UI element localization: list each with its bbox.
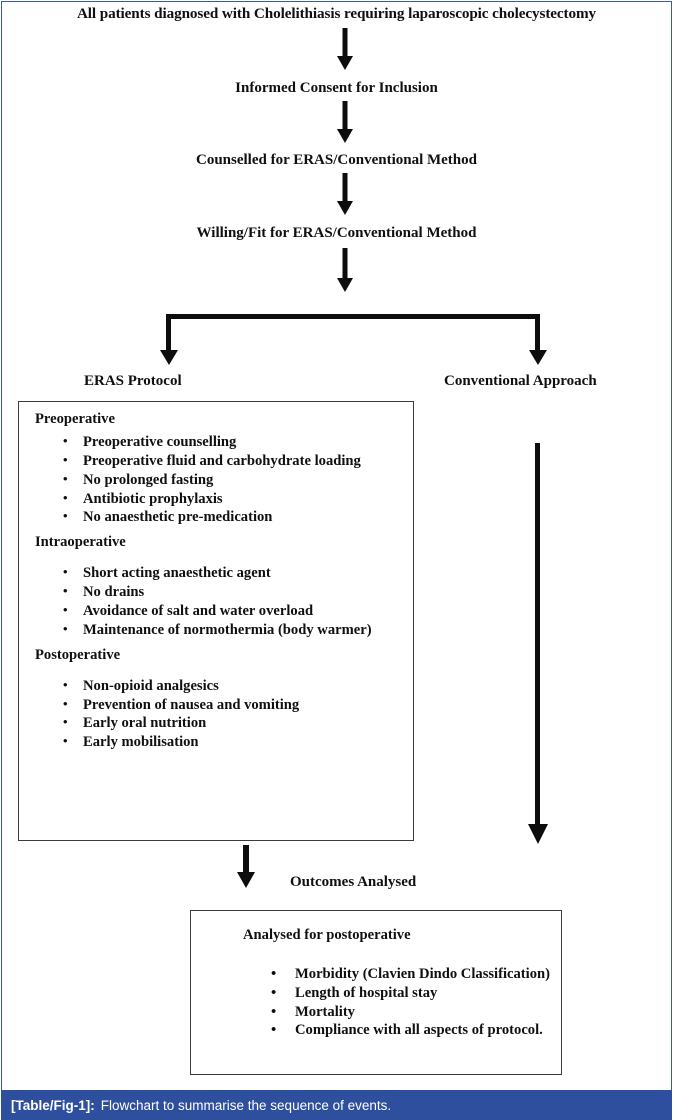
conventional-long-arrow-head: [528, 824, 548, 844]
caption-tag: [Table/Fig-1]:: [11, 1097, 95, 1113]
list-item: Short acting anaesthetic agent: [63, 564, 407, 583]
list-item: Avoidance of salt and water overload: [63, 602, 407, 621]
branch-label-eras-protocol: ERAS Protocol: [84, 373, 182, 389]
list-item: Compliance with all aspects of protocol.: [271, 1021, 561, 1040]
eras-protocol-box: Preoperative Preoperative counselling Pr…: [18, 401, 414, 841]
arrow-counselled-to-willing: [329, 173, 361, 217]
step-informed-consent: Informed Consent for Inclusion: [235, 80, 438, 96]
step-willing-fit: Willing/Fit for ERAS/Conventional Method: [196, 225, 477, 241]
intraoperative-bullet-list: Short acting anaesthetic agent No drains…: [25, 564, 407, 640]
postoperative-bullet-list: Non-opioid analgesics Prevention of naus…: [25, 677, 407, 752]
list-item: Preoperative counselling: [63, 433, 407, 452]
list-item: No anaesthetic pre-medication: [63, 508, 407, 527]
list-item: Early mobilisation: [63, 733, 407, 752]
branch-right-stem: [535, 314, 540, 354]
branch-left-arrowhead: [160, 350, 178, 365]
outcome-bullet-list: Morbidity (Clavien Dindo Classification)…: [191, 965, 561, 1040]
list-item: Non-opioid analgesics: [63, 677, 407, 696]
outcomes-analysed-label: Outcomes Analysed: [290, 874, 417, 890]
phase-heading-postoperative: Postoperative: [35, 646, 121, 663]
preoperative-bullet-list: Preoperative counselling Preoperative fl…: [25, 433, 407, 527]
branch-left-stem: [166, 314, 171, 354]
conventional-long-arrow-shaft: [535, 443, 540, 828]
list-item: Prevention of nausea and vomiting: [63, 696, 407, 715]
list-item: No drains: [63, 583, 407, 602]
phase-heading-intraoperative: Intraoperative: [35, 534, 126, 551]
branch-right-arrowhead: [529, 350, 547, 365]
list-item: Early oral nutrition: [63, 714, 407, 733]
list-item: No prolonged fasting: [63, 471, 407, 490]
flowchart-title: All patients diagnosed with Cholelithias…: [76, 5, 597, 22]
outcome-box-heading: Analysed for postoperative: [243, 927, 411, 943]
figure-caption-bar: [Table/Fig-1]: Flowchart to summarise th…: [1, 1090, 672, 1120]
outcomes-analysed-box: Analysed for postoperative Morbidity (Cl…: [190, 910, 562, 1075]
list-item: Mortality: [271, 1003, 561, 1022]
arrow-eras-to-outcomes: [230, 845, 262, 890]
arrow-title-to-consent: [329, 28, 361, 70]
branch-label-conventional-approach: Conventional Approach: [444, 373, 597, 389]
caption-text: Flowchart to summarise the sequence of e…: [100, 1097, 392, 1113]
list-item: Maintenance of normothermia (body warmer…: [63, 621, 407, 640]
arrow-willing-to-split: [329, 248, 361, 296]
branch-horizontal-connector: [166, 314, 540, 319]
phase-heading-preoperative: Preoperative: [35, 411, 115, 427]
list-item: Preoperative fluid and carbohydrate load…: [63, 452, 407, 471]
list-item: Morbidity (Clavien Dindo Classification): [271, 965, 561, 984]
step-counselled: Counselled for ERAS/Conventional Method: [195, 152, 477, 168]
list-item: Length of hospital stay: [271, 984, 561, 1003]
arrow-consent-to-counselled: [329, 101, 361, 145]
list-item: Antibiotic prophylaxis: [63, 490, 407, 509]
